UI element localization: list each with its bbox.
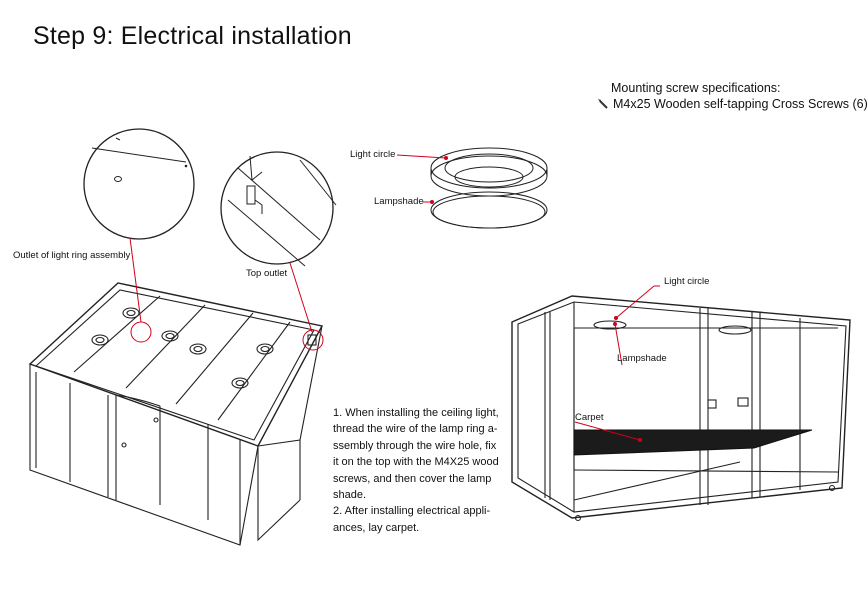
label-carpet: Carpet bbox=[575, 412, 604, 423]
screw-icon bbox=[598, 99, 608, 109]
label-top-outlet: Top outlet bbox=[246, 268, 288, 279]
label-light-circle: Light circle bbox=[350, 149, 396, 160]
page-title: Step 9: Electrical installation bbox=[33, 22, 352, 50]
booth-interior-view bbox=[511, 295, 851, 522]
booth-top-view bbox=[28, 282, 324, 546]
outlet-detail-circle bbox=[83, 128, 195, 240]
screw-spec-heading: Mounting screw specifications: bbox=[611, 81, 781, 95]
label-lampshade: Lampshade bbox=[374, 196, 424, 207]
lampshade-drawing bbox=[430, 191, 548, 229]
carpet-drawing bbox=[573, 429, 813, 456]
instruction-step-1: 1. When installing the ceiling light, th… bbox=[333, 407, 499, 502]
light-circle-drawing bbox=[430, 147, 548, 197]
instruction-step-2: 2. After installing electrical appli-anc… bbox=[333, 505, 491, 534]
screw-spec-item: M4x25 Wooden self-tapping Cross Screws (… bbox=[597, 97, 868, 111]
top-outlet-detail-circle bbox=[220, 151, 337, 267]
callout-lines bbox=[129, 154, 660, 441]
label-light-circle-booth: Light circle bbox=[664, 276, 710, 287]
label-lampshade-booth: Lampshade bbox=[617, 353, 667, 364]
label-outlet-light-ring: Outlet of light ring assembly bbox=[13, 250, 131, 261]
screw-spec-text: M4x25 Wooden self-tapping Cross Screws (… bbox=[613, 97, 868, 111]
instructions-text: 1. When installing the ceiling light, th… bbox=[333, 405, 503, 536]
